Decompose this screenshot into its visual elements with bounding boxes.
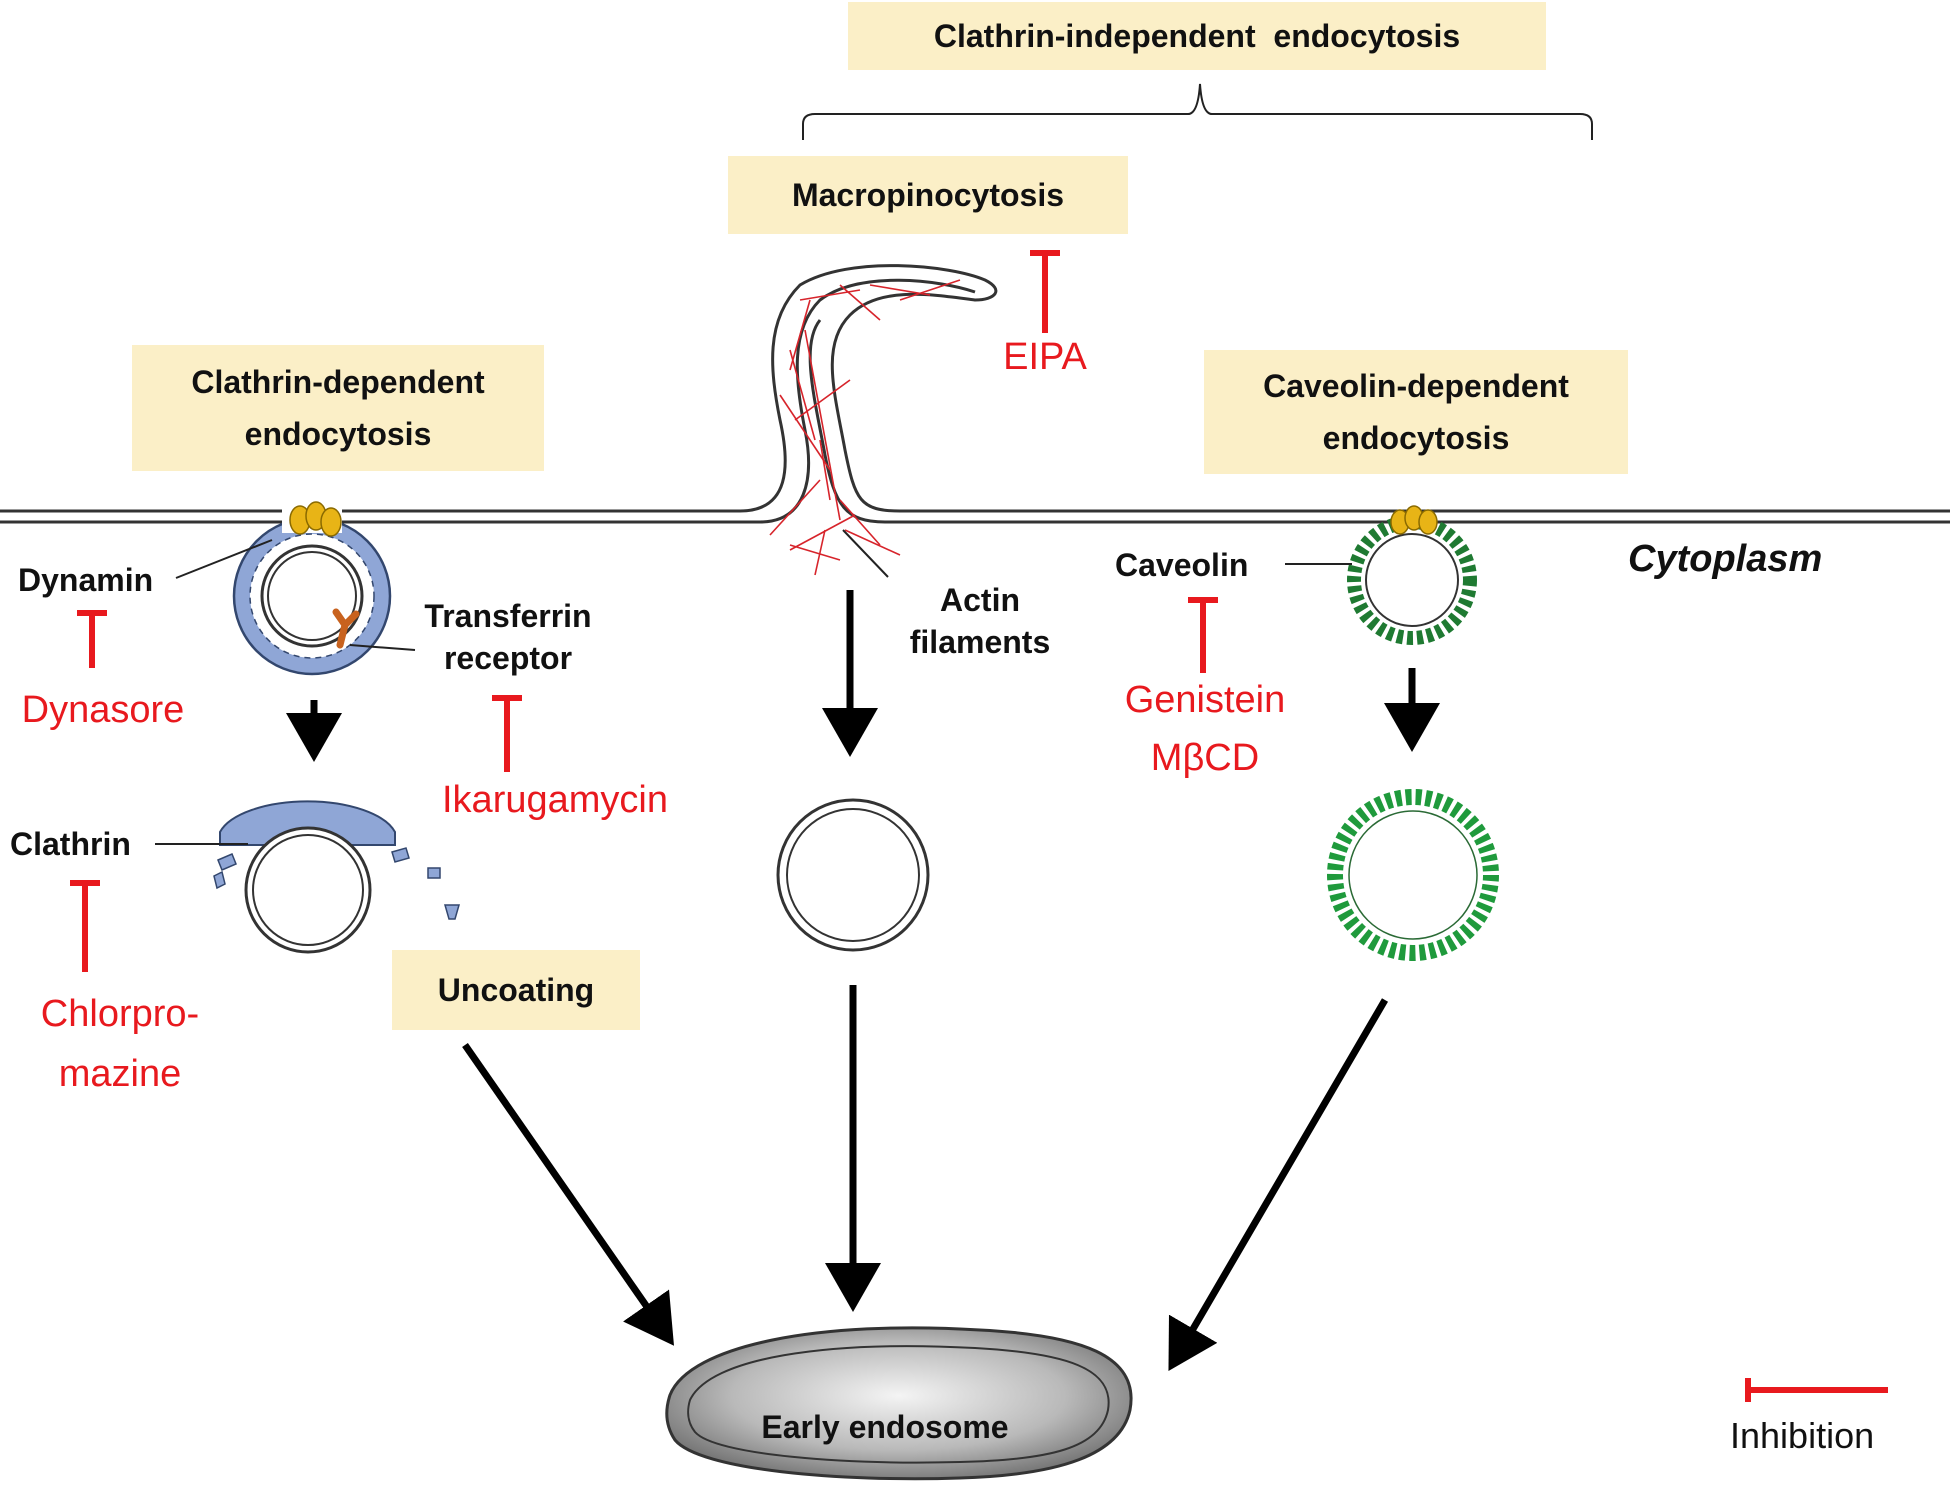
uncoating-box: Uncoating	[392, 950, 640, 1030]
caveolin-dependent-label-1: Caveolin-dependent	[1263, 368, 1569, 404]
actin-filaments-label-2: filaments	[909, 624, 1051, 660]
caveolin-label: Caveolin	[1115, 547, 1249, 583]
clathrin-coated-pit	[232, 501, 392, 676]
caveosome	[1327, 789, 1499, 961]
macropinosome	[776, 798, 930, 952]
genistein-label: Genistein	[1124, 679, 1286, 721]
inhibition-marks	[70, 250, 1888, 1402]
pathway-arrows	[286, 590, 1440, 1372]
transferrin-receptor-label-1: Transferrin	[424, 598, 592, 634]
cytoplasm-label: Cytoplasm	[1628, 538, 1823, 580]
dynamin-label: Dynamin	[18, 562, 154, 598]
actin-filaments	[769, 279, 961, 576]
clathrin-independent-label: Clathrin-independent endocytosis	[933, 18, 1461, 54]
pointer-lines	[155, 529, 1352, 845]
chlorpromazine-label-2: mazine	[58, 1053, 182, 1095]
uncoating-vesicle	[213, 800, 460, 954]
clathrin-dependent-label-2: endocytosis	[244, 416, 432, 452]
transferrin-receptor-icon	[332, 608, 360, 649]
eipa-label: EIPA	[1003, 336, 1087, 378]
caveola-pit	[1347, 505, 1477, 645]
caveolin-dependent-box: Caveolin-dependent endocytosis	[1204, 350, 1628, 474]
actin-filaments-label-1: Actin	[940, 582, 1020, 618]
clathrin-dependent-label-1: Clathrin-dependent	[191, 364, 485, 400]
macropinocytosis-box: Macropinocytosis	[728, 156, 1128, 234]
clathrin-independent-brace	[802, 83, 1593, 140]
transferrin-receptor-label-2: receptor	[443, 640, 573, 676]
early-endosome-label: Early endosome	[761, 1409, 1009, 1445]
ikarugamycin-label: Ikarugamycin	[442, 779, 668, 821]
plasma-membrane	[0, 264, 1950, 524]
clathrin-label: Clathrin	[10, 826, 131, 862]
macropinocytosis-label: Macropinocytosis	[791, 177, 1065, 213]
early-endosome	[665, 1326, 1133, 1481]
legend-inhibition-label: Inhibition	[1730, 1415, 1875, 1456]
clathrin-dependent-box: Clathrin-dependent endocytosis	[132, 345, 544, 471]
uncoating-label: Uncoating	[437, 972, 595, 1008]
chlorpromazine-label-1: Chlorpro-	[40, 993, 200, 1035]
clathrin-independent-box: Clathrin-independent endocytosis	[848, 2, 1546, 70]
dynasore-label: Dynasore	[21, 689, 185, 731]
mbcd-label: MβCD	[1150, 737, 1260, 779]
caveolin-dependent-label-2: endocytosis	[1322, 420, 1510, 456]
